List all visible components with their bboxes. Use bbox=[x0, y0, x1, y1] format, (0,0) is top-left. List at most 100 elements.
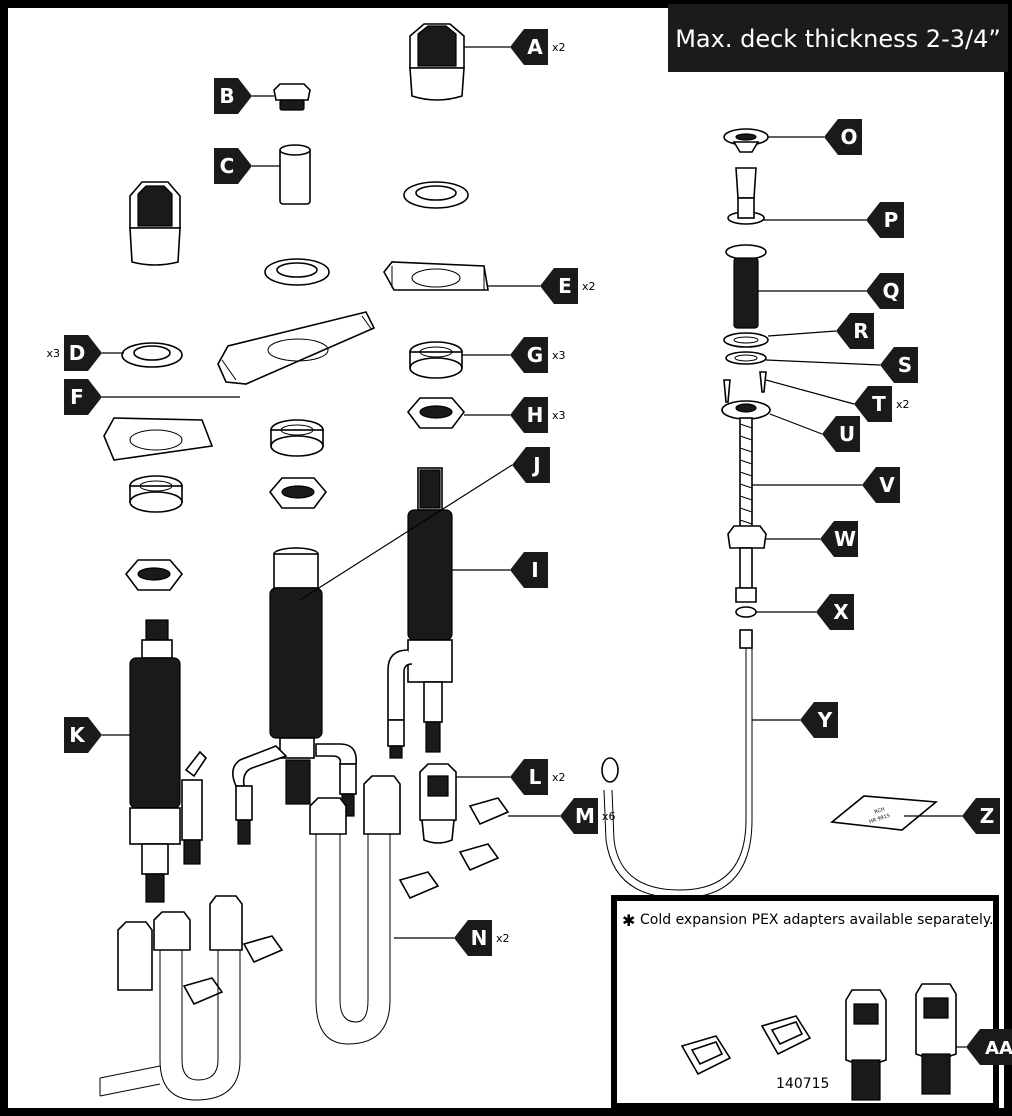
part-a-handle-second bbox=[129, 181, 181, 266]
callout-letter: C bbox=[220, 154, 235, 178]
callout-c: C bbox=[214, 148, 280, 184]
callout-marker bbox=[510, 29, 548, 65]
callout-quantity: x2 bbox=[582, 280, 596, 293]
callout-marker bbox=[962, 798, 1000, 834]
part-j-spout-body bbox=[232, 547, 357, 845]
callout-letter: Z bbox=[980, 804, 995, 828]
callout-letter: T bbox=[872, 392, 886, 416]
callout-quantity: x3 bbox=[552, 349, 566, 362]
aa-clip bbox=[680, 1035, 732, 1076]
callout-marker bbox=[214, 148, 252, 184]
callout-letter: G bbox=[527, 343, 543, 367]
part-q-threaded-shank bbox=[725, 244, 767, 329]
callout-x: X bbox=[756, 594, 854, 630]
callout-letter: V bbox=[879, 473, 895, 497]
callout-marker bbox=[822, 416, 860, 452]
callout-quantity: x6 bbox=[602, 810, 616, 823]
part-f-plate bbox=[217, 311, 376, 385]
callout-aa: AA bbox=[956, 1029, 1012, 1065]
callout-letter: X bbox=[833, 600, 849, 624]
callout-marker bbox=[880, 347, 918, 383]
callout-marker bbox=[540, 268, 578, 304]
part-t-screw bbox=[723, 371, 767, 403]
callout-leader bbox=[769, 413, 823, 435]
callout-letter: N bbox=[471, 926, 488, 950]
header-text: Max. deck thickness 2-3/4” bbox=[675, 25, 1001, 53]
callout-r: R bbox=[767, 313, 874, 349]
callout-quantity: x3 bbox=[46, 347, 60, 360]
callout-u: U bbox=[769, 413, 860, 452]
flange-ring bbox=[264, 258, 330, 286]
part-h-nut bbox=[124, 559, 184, 591]
callout-letter: H bbox=[527, 403, 544, 427]
part-c-sleeve bbox=[279, 144, 311, 205]
callout-marker bbox=[454, 920, 492, 956]
part-number: 140715 bbox=[776, 1076, 829, 1092]
part-i-valve-body bbox=[387, 467, 453, 759]
callout-letter: S bbox=[898, 353, 912, 377]
flange-ring bbox=[403, 181, 469, 209]
callout-letter: A bbox=[527, 35, 543, 59]
callout-letter: U bbox=[839, 422, 855, 446]
part-h-nut bbox=[406, 397, 466, 429]
callout-marker bbox=[64, 335, 102, 371]
packet-label-line1: RCH bbox=[874, 807, 886, 816]
part-v-threaded-rod bbox=[739, 417, 753, 531]
callout-marker bbox=[966, 1029, 1012, 1065]
callout-p: P bbox=[762, 202, 904, 238]
part-o-spray-head bbox=[723, 128, 769, 153]
callout-letter: B bbox=[219, 84, 234, 108]
callout-marker bbox=[824, 119, 862, 155]
part-e-bracket-second bbox=[103, 417, 214, 461]
part-e-bracket bbox=[383, 261, 489, 291]
callout-i: I bbox=[452, 552, 548, 588]
flange-ring bbox=[121, 342, 183, 368]
callout-marker bbox=[854, 386, 892, 422]
callout-leader bbox=[765, 359, 881, 366]
callout-marker bbox=[862, 467, 900, 503]
callout-leader bbox=[767, 330, 837, 337]
callout-letter: J bbox=[531, 453, 540, 477]
callout-letter: D bbox=[69, 341, 86, 365]
callout-letter: K bbox=[69, 723, 86, 747]
part-s-washer bbox=[725, 351, 767, 365]
callout-y: Y bbox=[752, 702, 838, 738]
aa-adapter bbox=[845, 989, 887, 1101]
part-b-cap bbox=[273, 83, 311, 111]
aa-clip-second bbox=[760, 1015, 812, 1056]
callout-quantity: x3 bbox=[552, 409, 566, 422]
callout-marker bbox=[820, 521, 858, 557]
callout-marker bbox=[866, 202, 904, 238]
callout-marker bbox=[510, 397, 548, 433]
part-g-ring bbox=[129, 475, 183, 513]
callout-letter: F bbox=[70, 385, 84, 409]
part-a-handle bbox=[409, 23, 465, 101]
part-g-ring bbox=[270, 419, 324, 457]
callout-marker bbox=[560, 798, 598, 834]
callout-letter: Q bbox=[882, 279, 899, 303]
callout-quantity: x2 bbox=[552, 771, 566, 784]
callout-marker bbox=[510, 759, 548, 795]
part-z-packet: RCH HR 9915 bbox=[830, 795, 939, 831]
callout-marker bbox=[512, 447, 550, 483]
part-n-hose bbox=[309, 775, 401, 1045]
part-h-nut bbox=[268, 477, 328, 509]
callout-q: Q bbox=[758, 273, 904, 309]
part-p-nozzle bbox=[727, 167, 765, 225]
callout-marker bbox=[866, 273, 904, 309]
callout-marker bbox=[64, 379, 102, 415]
callout-letter: E bbox=[558, 274, 572, 298]
callout-letter: M bbox=[575, 804, 595, 828]
part-n-hose-second bbox=[99, 895, 243, 1101]
callout-letter: W bbox=[834, 527, 856, 551]
callout-letter: R bbox=[853, 319, 868, 343]
part-g-ring bbox=[409, 341, 463, 379]
